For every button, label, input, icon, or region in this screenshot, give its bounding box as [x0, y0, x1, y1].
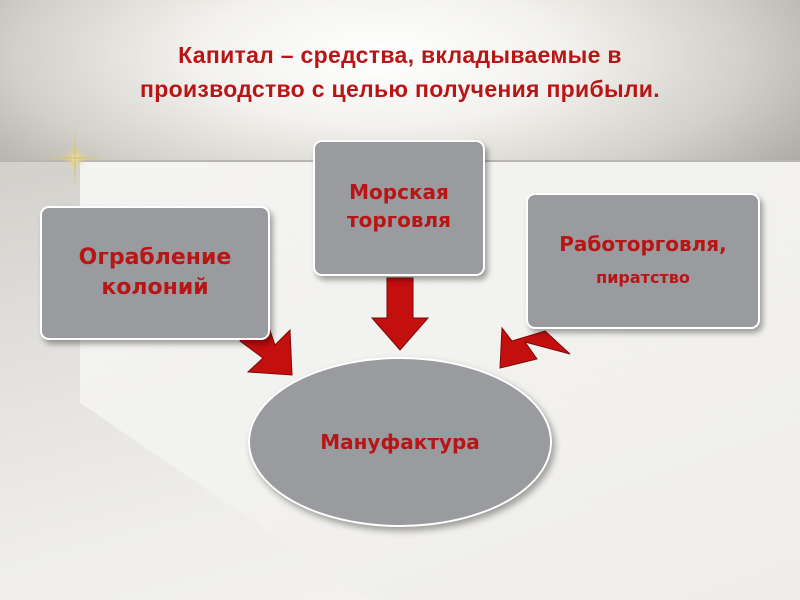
- source-sea-trade-line-2: торговля: [347, 208, 451, 232]
- header-band: [0, 0, 800, 160]
- sparkle-icon: [45, 128, 105, 188]
- source-colonies-line-1: Ограбление: [78, 245, 232, 270]
- title-line-2: производство с целью получения прибыли.: [140, 76, 660, 102]
- source-box-sea-trade: Морская торговля: [313, 140, 485, 276]
- source-box-colonies: Ограбление колоний: [40, 206, 270, 340]
- slide-title: Капитал – средства, вкладываемые в произ…: [60, 38, 740, 106]
- source-slave-trade-line-2: пиратство: [596, 268, 690, 287]
- source-box-slave-trade: Работорговля, пиратство: [526, 193, 760, 329]
- source-sea-trade-line-1: Морская: [349, 180, 449, 204]
- target-ellipse-manufactory: Мануфактура: [248, 357, 552, 527]
- source-slave-trade-line-1: Работорговля,: [559, 232, 727, 256]
- title-line-1: Капитал – средства, вкладываемые в: [178, 42, 622, 68]
- target-label: Мануфактура: [320, 430, 480, 454]
- source-colonies-line-2: колоний: [101, 275, 209, 300]
